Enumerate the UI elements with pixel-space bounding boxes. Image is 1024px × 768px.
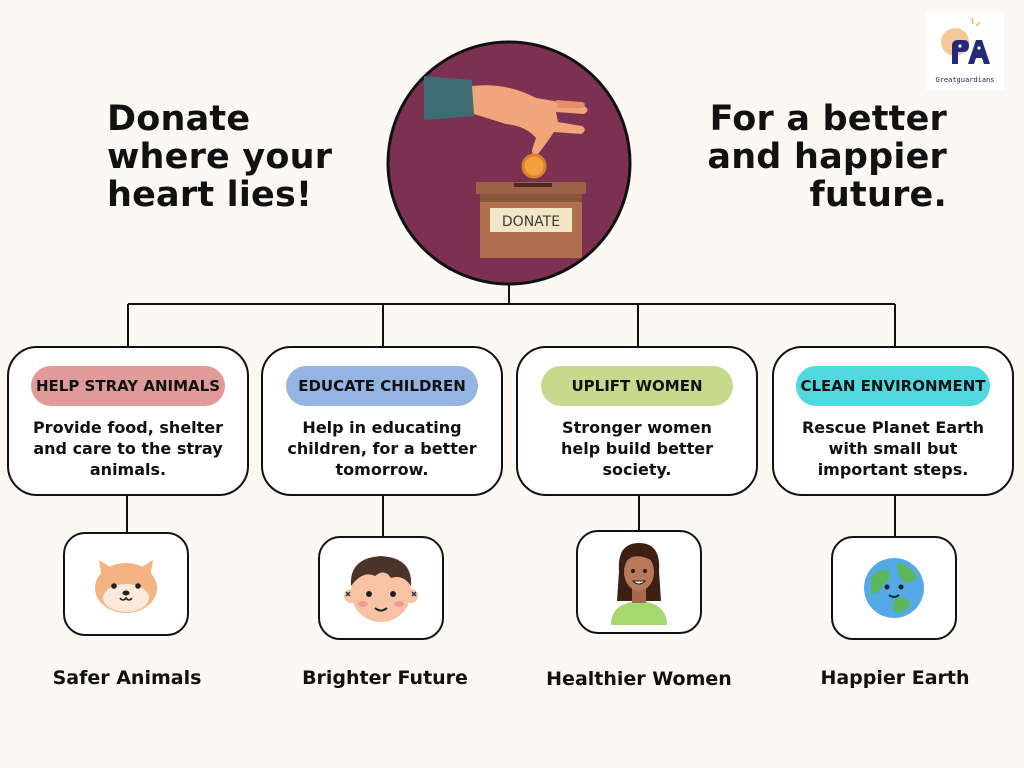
woman-avatar-icon — [576, 530, 702, 634]
cause-card-animals: HELP STRAY ANIMALS Provide food, shelter… — [7, 346, 249, 496]
cause-card-women: UPLIFT WOMEN Stronger women help build b… — [516, 346, 758, 496]
child-face-icon — [318, 536, 444, 640]
description-line: help build better — [561, 439, 713, 458]
right-headline-line: future. — [809, 175, 947, 215]
right-headline-line: and happier — [707, 137, 947, 177]
cause-description: Stronger women help build better society… — [528, 417, 746, 480]
description-line: Stronger women — [562, 418, 712, 437]
donate-box-label: DONATE — [502, 214, 560, 230]
description-line: Help in educating — [302, 418, 462, 437]
left-headline-line: Donate — [107, 99, 251, 139]
description-line: and care to the stray — [33, 439, 223, 458]
cause-title-pill: CLEAN ENVIRONMENT — [796, 366, 990, 406]
description-line: society. — [602, 460, 672, 479]
outcome-label: Healthier Women — [546, 668, 732, 690]
left-headline: Donate where your heart lies! — [107, 100, 332, 214]
cause-description: Help in educating children, for a better… — [273, 417, 491, 480]
description-line: children, for a better — [287, 439, 477, 458]
cause-card-children: EDUCATE CHILDREN Help in educating child… — [261, 346, 503, 496]
description-line: tomorrow. — [335, 460, 429, 479]
left-headline-line: where your — [107, 137, 333, 177]
description-line: Rescue Planet Earth — [801, 418, 985, 437]
dog-face-icon — [63, 532, 189, 636]
outcome-label: Safer Animals — [52, 667, 202, 689]
earth-icon — [831, 536, 957, 640]
greatguardians-logo: Greatguardians — [926, 12, 1004, 90]
cause-description: Rescue Planet Earth with small but impor… — [784, 417, 1002, 480]
cause-title-pill: UPLIFT WOMEN — [541, 366, 733, 406]
description-line: with small but — [828, 439, 958, 458]
donation-illustration: DONATE — [386, 40, 632, 290]
description-line: animals. — [89, 460, 167, 479]
logo-wordmark: Greatguardians — [935, 76, 995, 84]
outcome-label: Brighter Future — [302, 667, 468, 689]
description-line: important steps. — [817, 460, 969, 479]
description-line: Provide food, shelter — [32, 418, 224, 437]
right-headline-line: For a better — [709, 99, 947, 139]
left-headline-line: heart lies! — [107, 175, 313, 215]
cause-description: Provide food, shelter and care to the st… — [19, 417, 237, 480]
cause-title-pill: EDUCATE CHILDREN — [286, 366, 478, 406]
right-headline: For a better and happier future. — [707, 100, 947, 214]
cause-title-pill: HELP STRAY ANIMALS — [31, 366, 225, 406]
cause-card-environment: CLEAN ENVIRONMENT Rescue Planet Earth wi… — [772, 346, 1014, 496]
outcome-label: Happier Earth — [820, 667, 970, 689]
